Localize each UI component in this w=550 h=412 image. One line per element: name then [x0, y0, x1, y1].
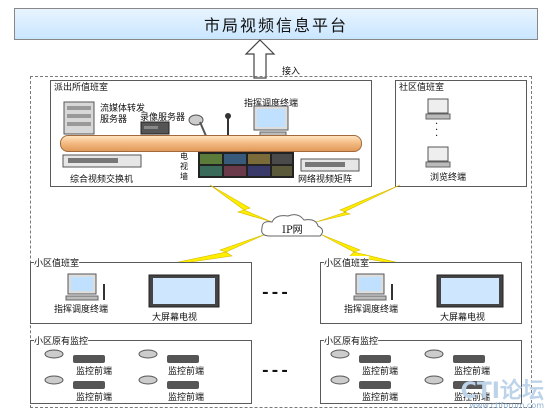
district-room-title: 小区值班室 — [324, 256, 370, 269]
front-end-label: 监控前端 — [76, 393, 113, 403]
front-end-device-icon — [167, 381, 199, 389]
dispatch-terminal-icon — [225, 105, 289, 137]
existing-monitoring-title: 小区原有监控 — [324, 334, 379, 347]
camera-icon — [424, 349, 444, 359]
platform-title: 市局视频信息平台 — [14, 8, 538, 40]
front-end-device-icon — [453, 355, 485, 363]
district-tv-label: 大屏幕电视 — [440, 313, 486, 323]
community-duty-room — [395, 80, 527, 187]
front-end-device-icon — [73, 355, 105, 363]
pc-ellipsis: ··· — [435, 119, 439, 142]
pc-icon — [425, 146, 451, 168]
camera-icon — [44, 375, 64, 385]
dispatch-terminal-icon — [353, 273, 393, 301]
district-tv-label: 大屏幕电视 — [152, 313, 198, 323]
watermark-main: CTI论坛 — [460, 379, 544, 404]
dispatch-terminal-label: 指挥调度终端 — [244, 99, 299, 109]
tv-icon — [148, 274, 220, 308]
front-end-label: 监控前端 — [362, 393, 399, 403]
community-room-title: 社区值班室 — [399, 83, 445, 93]
network-matrix-icon — [300, 158, 360, 172]
uplink-label: 接入 — [282, 67, 301, 77]
browse-terminal-label: 浏览终端 — [430, 173, 467, 183]
stream-server-icon — [63, 101, 95, 135]
video-wall-icon — [198, 152, 294, 178]
front-end-label: 监控前端 — [168, 367, 205, 377]
district-terminal-label: 指挥调度终端 — [54, 305, 109, 315]
ip-network-label: IP网 — [282, 225, 303, 236]
record-server-icon — [140, 121, 170, 135]
front-end-label: 监控前端 — [362, 367, 399, 377]
existing-monitoring-area — [320, 340, 522, 404]
front-end-device-icon — [359, 355, 391, 363]
front-end-label: 监控前端 — [454, 393, 491, 403]
front-end-label: 监控前端 — [76, 367, 113, 377]
camera-icon — [188, 114, 207, 137]
existing-monitoring-title: 小区原有监控 — [34, 334, 89, 347]
video-wall-label: 电 视 墙 — [180, 152, 188, 181]
camera-icon — [424, 375, 444, 385]
camera-icon — [138, 349, 158, 359]
front-end-device-icon — [453, 381, 485, 389]
stream-server-label: 流媒体转发 服务器 — [100, 104, 146, 125]
ellipsis-rooms: --- — [262, 282, 291, 301]
ellipsis-monitoring: --- — [262, 360, 291, 379]
outer-frame — [30, 76, 532, 408]
camera-icon — [330, 349, 350, 359]
record-server-label: 录像服务器 — [140, 113, 186, 123]
uplink-arrow — [244, 39, 276, 79]
dispatch-terminal-icon — [65, 273, 105, 301]
district-terminal-label: 指挥调度终端 — [344, 305, 399, 315]
front-end-label: 监控前端 — [168, 393, 205, 403]
police-room-title: 派出所值班室 — [54, 83, 109, 93]
pc-icon — [425, 98, 451, 120]
video-switch-icon — [62, 154, 142, 168]
camera-icon — [330, 375, 350, 385]
front-end-device-icon — [73, 381, 105, 389]
front-end-label: 监控前端 — [454, 367, 491, 377]
camera-icon — [138, 375, 158, 385]
network-matrix-label: 网络视频矩阵 — [298, 175, 353, 185]
video-switch-label: 综合视频交换机 — [70, 175, 134, 185]
front-end-device-icon — [167, 355, 199, 363]
district-room-title: 小区值班室 — [34, 256, 80, 269]
front-end-device-icon — [359, 381, 391, 389]
watermark-sub: www.ctiforum.com — [469, 401, 544, 410]
tv-icon — [436, 274, 504, 308]
ip-network-cloud — [261, 214, 324, 237]
existing-monitoring-area — [30, 340, 252, 404]
network-backbone — [60, 135, 362, 152]
camera-icon — [44, 349, 64, 359]
